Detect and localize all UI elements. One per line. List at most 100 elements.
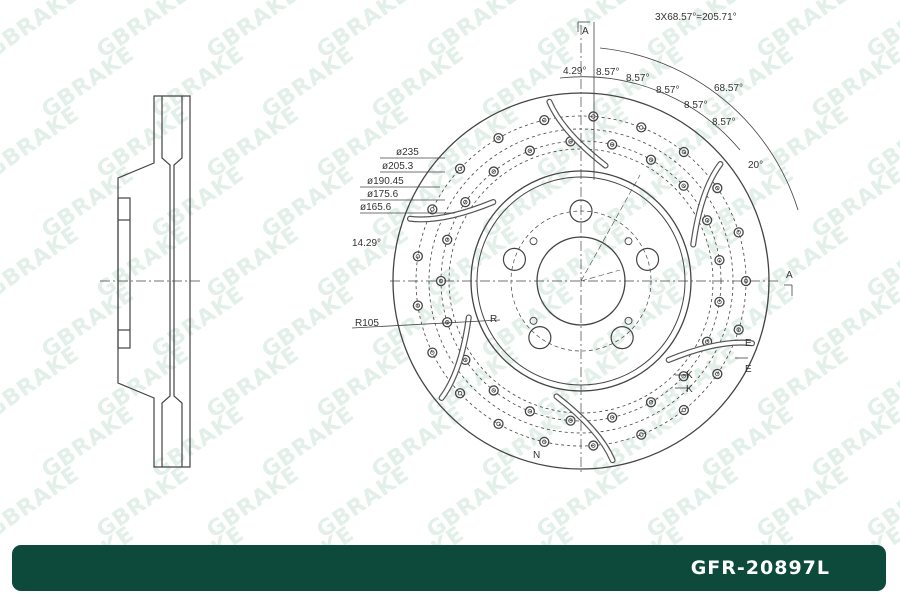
- drill-hole-center: [639, 125, 644, 130]
- label-angle-857-d: 8.57°: [684, 100, 707, 111]
- drill-hole-center: [496, 135, 501, 141]
- label-mark-e1: E: [745, 338, 752, 349]
- small-hole: [624, 316, 633, 325]
- front-view: [390, 25, 780, 475]
- label-angle-857-b: 8.57°: [626, 73, 649, 84]
- drill-hole: [565, 415, 576, 426]
- drill-hole-center: [681, 407, 687, 413]
- cooling-slot-inner: [554, 394, 615, 463]
- cooling-slot-inner: [691, 162, 723, 247]
- drill-hole: [733, 324, 744, 335]
- drill-hole: [645, 154, 657, 165]
- drill-hole: [460, 196, 471, 208]
- technical-drawing: 3X68.57°=205.71° A 4.29° 8.57° 8.57° 8.5…: [100, 12, 799, 475]
- label-angle-857-a: 8.57°: [596, 67, 619, 78]
- drill-hole-center: [681, 183, 686, 188]
- drill-hole-center: [681, 149, 687, 155]
- drill-hole-center: [496, 421, 501, 427]
- drill-hole-center: [648, 400, 654, 405]
- label-mark-e2: E: [745, 364, 752, 375]
- drill-hole: [412, 251, 423, 262]
- drill-hole-center: [609, 142, 615, 147]
- drill-hole: [645, 397, 657, 408]
- cooling-slot: [438, 314, 472, 401]
- dimension-labels: 3X68.57°=205.71° A 4.29° 8.57° 8.57° 8.5…: [352, 12, 793, 461]
- label-angle-857-e: 8.57°: [712, 117, 735, 128]
- drill-hole-center: [415, 254, 421, 259]
- drill-hole-center: [491, 388, 496, 393]
- drill-hole: [524, 145, 536, 156]
- cooling-slot: [553, 393, 616, 464]
- drill-hole-center: [542, 439, 547, 445]
- small-hole: [529, 316, 538, 325]
- lug-hole: [610, 326, 634, 350]
- drill-hole: [678, 371, 689, 382]
- small-hole: [529, 237, 538, 246]
- label-d1756: ø175.6: [367, 189, 399, 200]
- drill-hole: [442, 234, 453, 245]
- lug-hole: [528, 326, 552, 350]
- drill-hole: [636, 429, 647, 440]
- label-mark-k1: K: [686, 370, 693, 381]
- drill-hole-center: [568, 418, 573, 423]
- drill-hole-center: [527, 148, 533, 153]
- drill-holes: [412, 111, 752, 451]
- drill-hole-center: [717, 257, 722, 263]
- label-r-small: R: [490, 314, 497, 325]
- label-angle-total: 3X68.57°=205.71°: [655, 12, 737, 23]
- drill-hole-center: [463, 199, 468, 205]
- drill-hole: [488, 385, 499, 396]
- label-section-a-right: A: [786, 270, 793, 281]
- drill-hole-center: [542, 117, 547, 123]
- drill-hole-center: [736, 327, 741, 332]
- drill-hole-center: [736, 230, 741, 235]
- small-hole: [624, 237, 633, 246]
- drill-hole: [678, 180, 689, 191]
- label-d2053: ø205.3: [382, 161, 414, 172]
- label-mark-k2: K: [686, 384, 693, 395]
- drill-hole-center: [715, 185, 720, 191]
- drill-hole-center: [704, 339, 710, 344]
- part-number: GFR-20897L: [690, 557, 830, 579]
- drill-hole: [539, 436, 550, 448]
- cooling-slot-inner: [408, 200, 496, 222]
- drill-hole-center: [445, 320, 450, 325]
- drill-hole: [427, 347, 438, 358]
- lug-hole: [502, 247, 527, 271]
- drill-hole-center: [681, 374, 686, 379]
- small-holes: [529, 237, 633, 325]
- label-d235: ø235: [396, 147, 419, 158]
- drill-hole-center: [527, 409, 533, 414]
- drill-hole: [588, 111, 599, 122]
- drill-hole-center: [591, 443, 596, 448]
- cooling-slot: [690, 161, 724, 248]
- cooling-slot-inner: [439, 315, 471, 400]
- drill-hole-center: [704, 218, 710, 223]
- label-r105: R105: [355, 318, 379, 329]
- drill-hole-center: [463, 357, 468, 363]
- drill-hole-center: [457, 391, 463, 396]
- drill-hole: [678, 146, 690, 158]
- drill-hole: [493, 418, 504, 430]
- drill-hole: [524, 406, 536, 417]
- cooling-slot-inner: [547, 99, 608, 168]
- lug-hole: [635, 247, 660, 271]
- label-mark-n: N: [533, 450, 540, 461]
- drill-hole: [712, 368, 723, 380]
- cooling-slot-inner: [666, 340, 754, 362]
- label-section-a-top: A: [582, 26, 589, 37]
- side-view: [100, 95, 200, 468]
- drill-hole: [712, 182, 723, 194]
- drill-hole-center: [648, 157, 654, 162]
- label-angle-857-c: 8.57°: [656, 85, 679, 96]
- drill-hole: [493, 132, 504, 144]
- drill-hole-center: [715, 371, 720, 377]
- drill-hole-center: [430, 207, 435, 212]
- drill-hole-center: [717, 299, 722, 305]
- drill-hole-center: [568, 139, 573, 144]
- drill-hole: [454, 163, 466, 174]
- label-angle-20: 20°: [748, 160, 763, 171]
- label-angle-429: 4.29°: [563, 66, 586, 77]
- drill-hole: [488, 166, 499, 177]
- drill-hole-center: [743, 278, 749, 284]
